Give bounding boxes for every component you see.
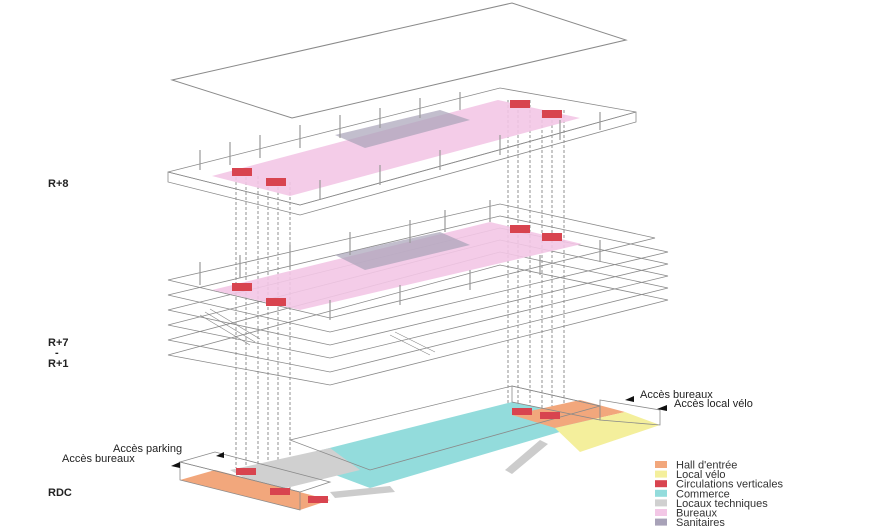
floors-r7-r1 xyxy=(167,200,669,386)
columns xyxy=(199,92,601,200)
circulation-core xyxy=(232,283,252,291)
circulation-core xyxy=(542,110,562,118)
legend-swatch xyxy=(655,489,667,497)
legend-swatch xyxy=(655,518,667,526)
legend-label: Circulations verticales xyxy=(676,479,783,491)
annotation-acces-bureaux-left: Accès bureaux xyxy=(62,453,135,465)
hall-zone-left xyxy=(180,470,330,510)
legend-label: Sanitaires xyxy=(676,517,725,526)
stairs xyxy=(199,308,436,356)
arrow-icon xyxy=(625,396,634,402)
bureaux-zone-r7 xyxy=(212,222,582,310)
floor-r8 xyxy=(167,87,637,216)
ramp xyxy=(505,440,548,474)
legend-swatch xyxy=(655,461,667,468)
level-label-r1: R+1 xyxy=(48,358,69,370)
roof-plate xyxy=(170,2,628,119)
legend-label: Local vélo xyxy=(676,469,726,481)
floor-rdc xyxy=(178,385,661,511)
legend-swatch xyxy=(655,480,667,488)
locaux-techniques-zone xyxy=(230,448,360,492)
annotation-acces-parking: Accès parking xyxy=(113,443,182,455)
circulation-core xyxy=(266,298,286,306)
circulation-core xyxy=(542,233,562,241)
legend-label: Commerce xyxy=(676,488,730,500)
annotation-acces-local-velo: Accès local vélo xyxy=(674,398,753,410)
circulation-core xyxy=(266,178,286,186)
circulation-core xyxy=(308,496,328,503)
circulation-core xyxy=(236,468,256,475)
circulation-core xyxy=(510,225,530,233)
annotation-acces-bureaux-right: Accès bureaux xyxy=(640,389,713,401)
arrow-icon xyxy=(216,452,224,458)
circulation-core xyxy=(512,408,532,415)
columns xyxy=(199,200,601,320)
arrow-icon xyxy=(657,405,667,411)
arrow-icon xyxy=(171,462,180,468)
commerce-zone xyxy=(290,402,600,488)
ramp xyxy=(330,486,395,498)
level-label-r8: R+8 xyxy=(48,178,69,190)
legend-label: Locaux techniques xyxy=(676,498,768,510)
level-label-r7: R+7 xyxy=(48,337,69,349)
level-label-dash: - xyxy=(55,347,59,359)
level-label-rdc: RDC xyxy=(48,487,72,499)
circulation-core xyxy=(270,488,290,495)
legend-swatch xyxy=(655,509,667,516)
bureaux-zone-r8 xyxy=(212,100,580,196)
sanitaires-zone-r8 xyxy=(335,110,470,148)
legend-swatch xyxy=(655,499,667,507)
circulation-core xyxy=(540,412,560,419)
circulation-core xyxy=(232,168,252,176)
sanitaires-zone-r7 xyxy=(335,232,470,270)
circulation-core xyxy=(510,100,530,108)
local-velo-zone xyxy=(555,412,660,452)
legend-swatch xyxy=(655,470,667,478)
legend-label: Hall d'entrée xyxy=(676,460,737,472)
legend-label: Bureaux xyxy=(676,508,717,520)
